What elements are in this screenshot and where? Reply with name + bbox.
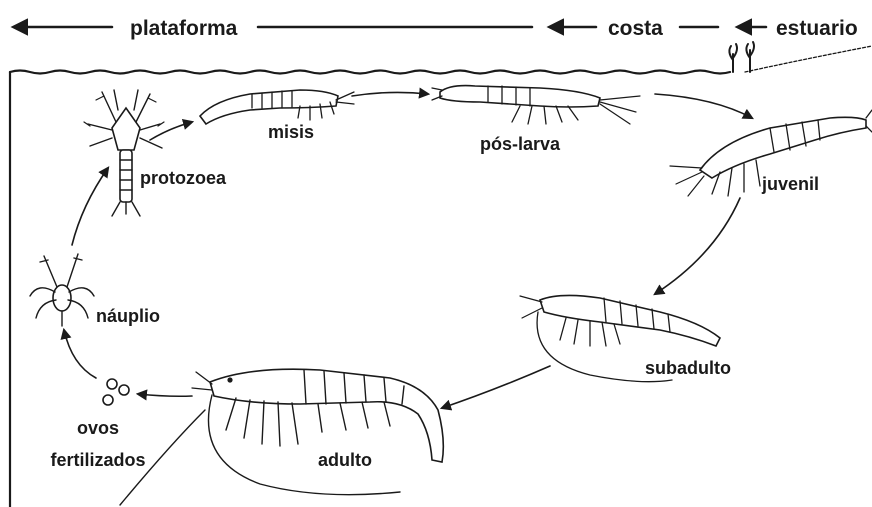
label-juvenile: juvenil <box>761 174 819 194</box>
arrow-nauplius-to-protozoea <box>72 168 108 245</box>
protozoea-drawing <box>84 90 164 216</box>
arrow-subadult-to-adult <box>442 366 550 408</box>
label-nauplius: náuplio <box>96 306 160 326</box>
arrow-mysis-to-postlarva <box>352 92 428 96</box>
fertilized-eggs-drawing <box>103 379 129 405</box>
arrow-juvenile-to-subadult <box>655 198 740 294</box>
label-adult: adulto <box>318 450 372 470</box>
zone-scale-bar: plataforma costa estuario <box>14 17 858 40</box>
mysis-drawing <box>200 90 354 124</box>
arrow-postlarva-to-juvenile <box>655 94 752 118</box>
label-subadult: subadulto <box>645 358 731 378</box>
water-surface-line <box>10 71 730 74</box>
mangrove-plants-icon <box>729 42 754 72</box>
arrow-eggs-to-nauplius <box>64 330 96 378</box>
label-eggs-line1: ovos <box>77 418 119 438</box>
zone-label-platform: plataforma <box>130 17 238 40</box>
label-postlarva: pós-larva <box>480 134 561 154</box>
label-eggs-line2: fertilizados <box>50 450 145 470</box>
postlarva-drawing <box>432 86 640 124</box>
estuary-shoreline <box>745 46 872 72</box>
adult-drawing <box>120 369 443 505</box>
label-mysis: misis <box>268 122 314 142</box>
label-protozoea: protozoea <box>140 168 227 188</box>
nauplius-drawing <box>30 254 94 326</box>
zone-label-coast: costa <box>608 17 663 40</box>
arrow-adult-to-eggs <box>138 394 192 396</box>
zone-label-estuary: estuario <box>776 17 858 40</box>
